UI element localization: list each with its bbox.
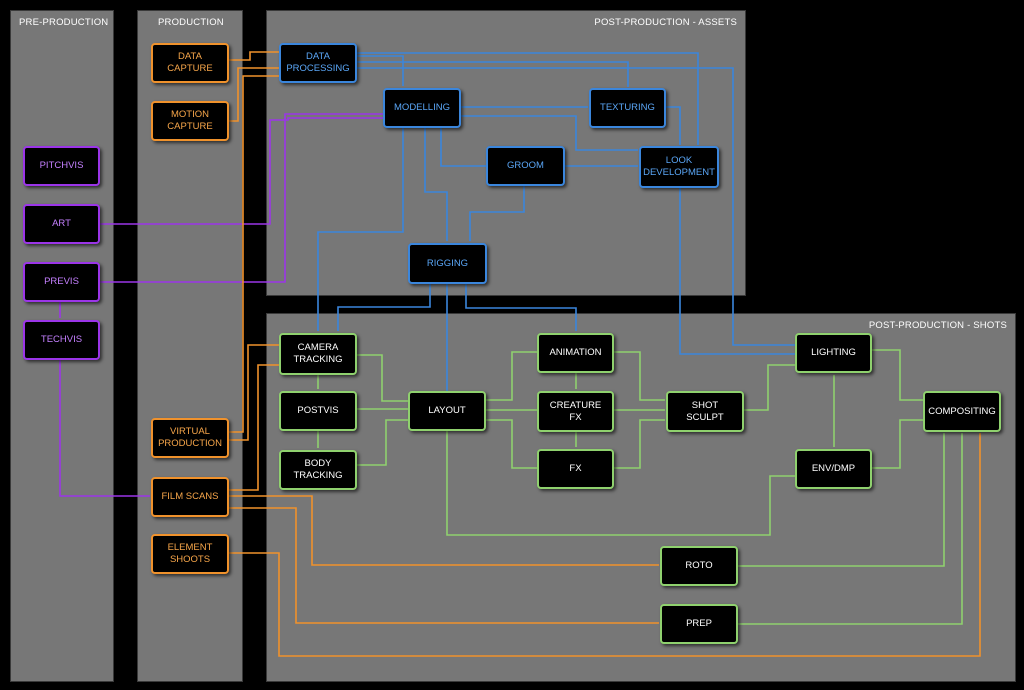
data-capture-node[interactable]: DATA CAPTURE xyxy=(151,43,229,83)
motion-capture-node[interactable]: MOTION CAPTURE xyxy=(151,101,229,141)
post-production-assets-title: POST-PRODUCTION - ASSETS xyxy=(594,17,737,28)
modelling-node[interactable]: MODELLING xyxy=(383,88,461,128)
techvis-label: TECHVIS xyxy=(40,334,83,345)
compositing-node[interactable]: COMPOSITING xyxy=(923,391,1001,432)
roto-label: ROTO xyxy=(685,560,713,571)
compositing-label: COMPOSITING xyxy=(928,405,996,417)
virtual-production-node[interactable]: VIRTUAL PRODUCTION xyxy=(151,418,229,458)
env-dmp-node[interactable]: ENV/DMP xyxy=(795,449,872,489)
film-scans-label: FILM SCANS xyxy=(161,491,219,502)
fx-label: FX xyxy=(569,463,582,474)
techvis-node[interactable]: TECHVIS xyxy=(23,320,100,360)
data-processing-label: DATA PROCESSING xyxy=(286,51,350,74)
groom-node[interactable]: GROOM xyxy=(486,146,565,186)
animation-label: ANIMATION xyxy=(549,347,602,358)
roto-node[interactable]: ROTO xyxy=(660,546,738,586)
animation-node[interactable]: ANIMATION xyxy=(537,333,614,373)
shot-sculpt-label: SHOT SCULPT xyxy=(686,399,724,423)
postvis-node[interactable]: POSTVIS xyxy=(279,391,357,431)
previs-label: PREVIS xyxy=(44,276,79,287)
motion-capture-label: MOTION CAPTURE xyxy=(167,109,213,132)
pre-production-title: PRE-PRODUCTION xyxy=(19,17,109,28)
rigging-node[interactable]: RIGGING xyxy=(408,243,487,284)
modelling-label: MODELLING xyxy=(394,102,450,113)
look-development-node[interactable]: LOOK DEVELOPMENT xyxy=(639,146,719,188)
post-production-shots-panel: POST-PRODUCTION - SHOTS xyxy=(266,313,1016,682)
data-processing-node[interactable]: DATA PROCESSING xyxy=(279,43,357,83)
lighting-node[interactable]: LIGHTING xyxy=(795,333,872,373)
look-development-label: LOOK DEVELOPMENT xyxy=(643,155,715,178)
camera-tracking-label: CAMERA TRACKING xyxy=(293,342,343,365)
creature-fx-node[interactable]: CREATURE FX xyxy=(537,391,614,432)
fx-node[interactable]: FX xyxy=(537,449,614,489)
groom-label: GROOM xyxy=(507,160,544,171)
element-shoots-label: ELEMENT SHOOTS xyxy=(167,542,213,565)
lighting-label: LIGHTING xyxy=(811,347,856,358)
post-production-shots-title: POST-PRODUCTION - SHOTS xyxy=(868,320,1007,331)
prep-label: PREP xyxy=(686,618,712,629)
creature-fx-label: CREATURE FX xyxy=(549,399,602,423)
film-scans-node[interactable]: FILM SCANS xyxy=(151,477,229,517)
postvis-label: POSTVIS xyxy=(297,405,339,416)
art-node[interactable]: ART xyxy=(23,204,100,244)
virtual-production-label: VIRTUAL PRODUCTION xyxy=(158,426,222,449)
data-capture-label: DATA CAPTURE xyxy=(167,51,213,74)
prep-node[interactable]: PREP xyxy=(660,604,738,644)
layout-label: LAYOUT xyxy=(428,405,466,416)
element-shoots-node[interactable]: ELEMENT SHOOTS xyxy=(151,534,229,574)
body-tracking-label: BODY TRACKING xyxy=(293,458,343,481)
previs-node[interactable]: PREVIS xyxy=(23,262,100,302)
art-label: ART xyxy=(52,218,71,229)
camera-tracking-node[interactable]: CAMERA TRACKING xyxy=(279,333,357,375)
texturing-label: TEXTURING xyxy=(600,102,655,113)
env-dmp-label: ENV/DMP xyxy=(811,463,856,474)
rigging-label: RIGGING xyxy=(426,257,469,269)
production-title: PRODUCTION xyxy=(158,17,224,28)
body-tracking-node[interactable]: BODY TRACKING xyxy=(279,450,357,490)
shot-sculpt-node[interactable]: SHOT SCULPT xyxy=(666,391,744,432)
texturing-node[interactable]: TEXTURING xyxy=(589,88,666,128)
layout-node[interactable]: LAYOUT xyxy=(408,391,486,431)
pitchvis-node[interactable]: PITCHVIS xyxy=(23,146,100,186)
pitchvis-label: PITCHVIS xyxy=(39,160,84,171)
